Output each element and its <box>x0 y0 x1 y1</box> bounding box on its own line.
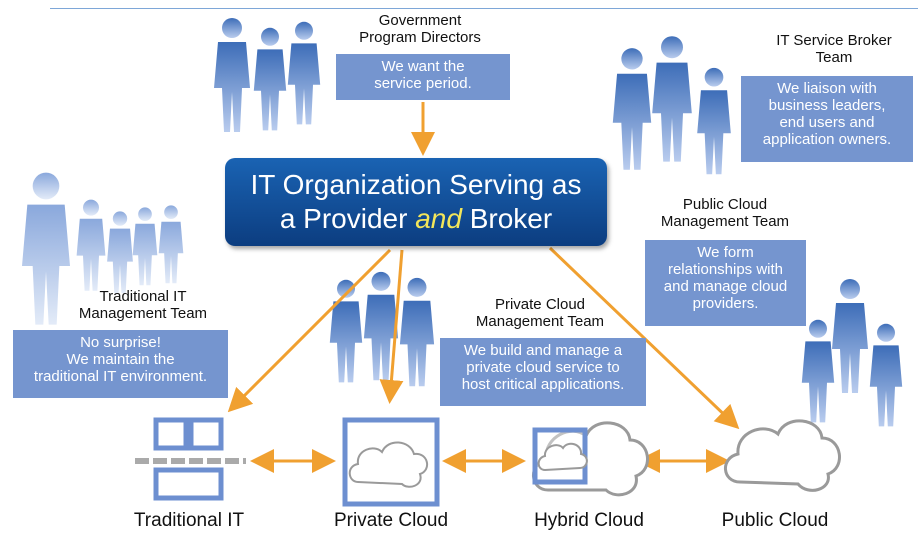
service-broker-title: IT Service Broker Team <box>756 32 912 66</box>
traditional-mgmt-bubble-line1: No surprise! <box>80 334 161 351</box>
public-cloud-people-icon <box>801 279 903 427</box>
service-broker-bubble-line4: application owners. <box>762 131 892 148</box>
hybrid-cloud-icon <box>532 421 649 497</box>
private-cloud-mgmt-bubble-line1: We build and manage a <box>463 342 623 359</box>
label-public-cloud: Public Cloud <box>721 510 829 531</box>
top-rule <box>50 8 918 9</box>
government-people-icon <box>214 18 321 132</box>
public-cloud-mgmt-bubble-line1: We form <box>697 244 754 261</box>
traditional-mgmt-bubble-line3: traditional IT environment. <box>33 368 208 385</box>
server-rack-icon <box>153 417 224 501</box>
traditional-mgmt-bubble-line2: We maintain the <box>66 351 175 368</box>
service-broker-bubble-line1: We liaison with <box>777 80 877 97</box>
traditional-mgmt-bubble: No surprise! We maintain the traditional… <box>13 330 228 398</box>
public-cloud-mgmt-bubble-line3: and manage cloud <box>663 278 788 295</box>
public-cloud-mgmt-bubble: We form relationships with and manage cl… <box>645 240 806 326</box>
public-cloud-icon <box>724 419 841 492</box>
banner-line1: IT Organization Serving as <box>250 169 582 200</box>
service-broker-bubble: We liaison with business leaders, end us… <box>741 76 913 162</box>
private-cloud-mgmt-title: Private Cloud Management Team <box>452 296 628 330</box>
traditional-mgmt-title-line1: Traditional IT <box>99 288 187 305</box>
service-broker-title-line2: Team <box>815 49 853 66</box>
government-bubble-line1: We want the <box>381 58 465 75</box>
government-title-line1: Government <box>378 12 462 29</box>
public-cloud-mgmt-title-line1: Public Cloud <box>682 196 768 213</box>
private-cloud-mgmt-bubble-line2: private cloud service to <box>466 359 620 376</box>
banner-line2-emphasis: and <box>415 203 462 234</box>
public-cloud-mgmt-title-line2: Management Team <box>660 213 790 230</box>
traditional-mgmt-title-line2: Management Team <box>78 305 208 322</box>
service-broker-people-icon <box>612 36 731 175</box>
service-broker-bubble-line3: end users and <box>779 114 875 131</box>
government-bubble: We want the service period. <box>336 54 510 100</box>
traditional-mgmt-title: Traditional IT Management Team <box>60 288 226 322</box>
public-cloud-mgmt-title: Public Cloud Management Team <box>640 196 810 230</box>
public-cloud-mgmt-bubble-line4: providers. <box>692 295 759 312</box>
banner-line2: a Provider and Broker <box>225 202 607 236</box>
private-cloud-mgmt-bubble-line3: host critical applications. <box>461 376 625 393</box>
label-traditional-it: Traditional IT <box>133 510 245 531</box>
central-banner: IT Organization Serving as a Provider an… <box>225 158 607 246</box>
label-hybrid-cloud: Hybrid Cloud <box>534 510 644 531</box>
government-bubble-line2: service period. <box>374 75 472 92</box>
private-cloud-people-icon <box>329 271 435 387</box>
private-cloud-mgmt-title-line2: Management Team <box>475 313 605 330</box>
private-cloud-mgmt-bubble: We build and manage a private cloud serv… <box>440 338 646 406</box>
banner-line2-a: a Provider <box>279 203 416 234</box>
private-cloud-icon <box>342 417 440 507</box>
public-cloud-mgmt-bubble-line2: relationships with <box>667 261 784 278</box>
banner-line2-b: Broker <box>461 203 553 234</box>
service-broker-bubble-line2: business leaders, <box>768 97 886 114</box>
government-title-line2: Program Directors <box>359 29 481 46</box>
arrows <box>227 102 740 473</box>
label-private-cloud: Private Cloud <box>333 510 449 531</box>
government-title: Government Program Directors <box>340 12 500 46</box>
private-cloud-mgmt-title-line1: Private Cloud <box>494 296 586 313</box>
service-broker-title-line1: IT Service Broker <box>776 32 892 49</box>
